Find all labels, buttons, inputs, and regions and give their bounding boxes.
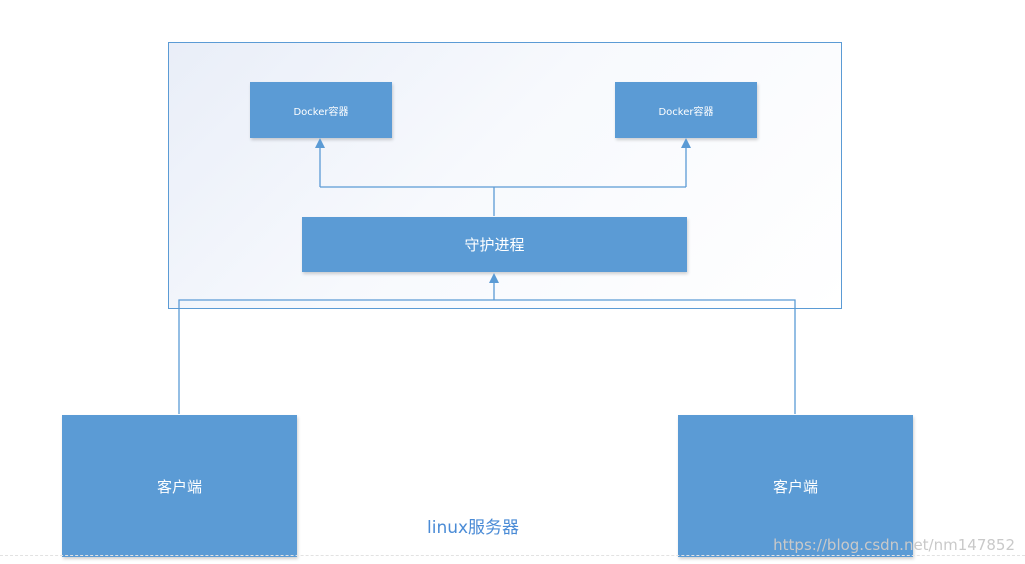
client-left-connector — [178, 299, 494, 414]
bottom-divider — [0, 555, 1025, 556]
docker-container-right: Docker容器 — [615, 82, 757, 138]
server-caption: linux服务器 — [427, 518, 520, 538]
client-right-connector — [494, 299, 796, 414]
client-right: 客户端 — [678, 415, 913, 557]
docker-container-left-label: Docker容器 — [293, 106, 349, 118]
client-left-label: 客户端 — [156, 477, 202, 496]
docker-container-left: Docker容器 — [250, 82, 392, 138]
daemon-process-label: 守护进程 — [464, 236, 525, 254]
client-left: 客户端 — [62, 415, 297, 557]
docker-container-right-label: Docker容器 — [658, 106, 714, 118]
daemon-process: 守护进程 — [302, 217, 687, 272]
watermark: https://blog.csdn.net/nm147852 — [773, 536, 1015, 554]
client-right-label: 客户端 — [772, 477, 818, 496]
